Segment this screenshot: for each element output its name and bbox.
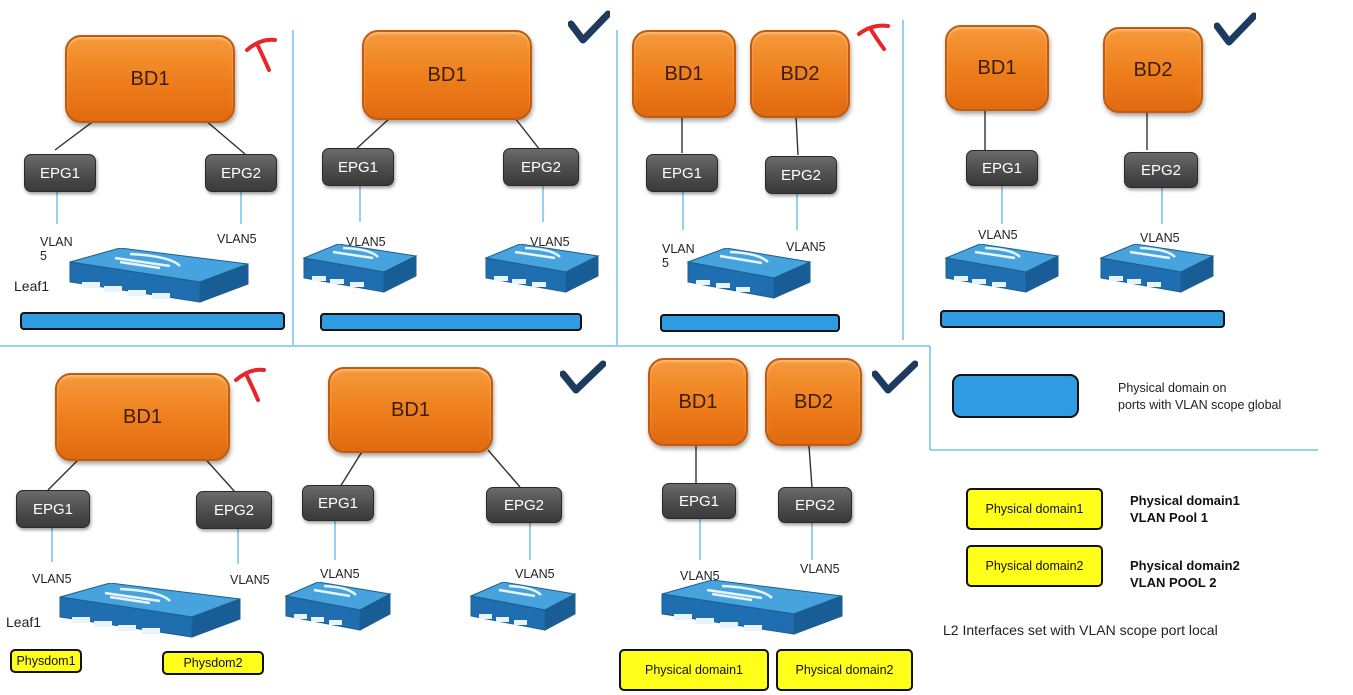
legend-dom1-title: Physical domain1 VLAN Pool 1 <box>1130 493 1240 525</box>
epg-epg1: EPG1 <box>16 490 90 528</box>
leaf-switch-icon <box>59 583 241 638</box>
epg-epg2: EPG2 <box>765 156 837 194</box>
epg-epg1: EPG1 <box>646 154 718 192</box>
leaf-switch-icon <box>1099 244 1215 293</box>
epg-epg2: EPG2 <box>205 154 277 192</box>
leaf-switch-icon <box>686 248 812 299</box>
vlan-label: VLAN5 <box>800 562 840 576</box>
epg-epg2: EPG2 <box>778 487 852 523</box>
epg-epg2: EPG2 <box>196 491 272 529</box>
vlan-label: VLAN 5 <box>40 235 73 263</box>
vlan-label: VLAN5 <box>978 228 1018 242</box>
vlan-label: VLAN5 <box>32 572 72 586</box>
cross-icon <box>245 37 277 72</box>
check-icon <box>872 360 918 394</box>
physical-domain-global-bar <box>20 312 285 330</box>
panel-dividers <box>0 20 1318 451</box>
epg-vlan-links <box>51 182 1163 564</box>
check-icon <box>568 10 610 44</box>
leaf-switch-icon <box>69 248 249 303</box>
vlan-label: VLAN5 <box>346 235 386 249</box>
bd-epg-links <box>47 110 1148 493</box>
vlan-label: VLAN5 <box>530 235 570 249</box>
physdom2-box: Physdom2 <box>162 651 264 675</box>
bridge-domain-bd1: BD1 <box>65 35 235 123</box>
bridge-domain-bd1: BD1 <box>55 373 230 461</box>
leaf-switch-icon <box>469 582 577 631</box>
leaf-switch-icon <box>944 244 1060 293</box>
legend-dom1-swatch: Physical domain1 <box>966 488 1103 530</box>
vlan-label: VLAN5 <box>786 240 826 254</box>
check-icon <box>560 360 606 394</box>
bridge-domain-bd1: BD1 <box>648 358 748 446</box>
physical-domain-global-bar <box>660 314 840 332</box>
physical-domain-global-bar <box>940 310 1225 328</box>
vlan-label: VLAN5 <box>680 569 720 583</box>
leaf-label: Leaf1 <box>6 614 42 630</box>
vlan-label: VLAN5 <box>1140 231 1180 245</box>
bridge-domain-bd2: BD2 <box>750 30 850 118</box>
epg-epg1: EPG1 <box>662 483 736 519</box>
cross-icon <box>234 367 266 402</box>
vlan-label: VLAN 5 <box>662 242 695 270</box>
vlan-label: VLAN5 <box>230 573 270 587</box>
legend-global-description: Physical domain on ports with VLAN scope… <box>1118 381 1282 412</box>
leaf-switch-icon <box>284 582 392 631</box>
epg-epg2: EPG2 <box>503 148 579 186</box>
vlan-label: VLAN5 <box>217 232 257 246</box>
cross-icon <box>857 23 890 51</box>
bridge-domain-bd1: BD1 <box>362 30 532 120</box>
leaf-label: Leaf1 <box>14 278 50 294</box>
leaf-switch-icon <box>661 580 843 635</box>
check-icon <box>1214 12 1256 46</box>
leaf-switch-icon <box>484 244 600 293</box>
epg-epg1: EPG1 <box>322 148 394 186</box>
bridge-domain-bd1: BD1 <box>328 367 493 453</box>
epg-epg2: EPG2 <box>486 487 562 523</box>
physdom1-box: Physdom1 <box>10 649 82 673</box>
bridge-domain-bd2: BD2 <box>765 358 862 446</box>
legend-dom2-swatch: Physical domain2 <box>966 545 1103 587</box>
vlan-label: VLAN5 <box>515 567 555 581</box>
legend-port-local-note: L2 Interfaces set with VLAN scope port l… <box>943 622 1218 638</box>
legend-global-domain-swatch <box>952 374 1079 418</box>
epg-epg1: EPG1 <box>966 150 1038 186</box>
epg-epg1: EPG1 <box>302 485 374 521</box>
leaf-switch-icon <box>302 244 418 293</box>
bridge-domain-bd1: BD1 <box>632 30 736 118</box>
physical-domain-global-bar <box>320 313 582 331</box>
bridge-domain-bd2: BD2 <box>1103 27 1203 113</box>
bridge-domain-bd1: BD1 <box>945 25 1049 111</box>
epg-epg2: EPG2 <box>1124 152 1198 188</box>
legend-dom2-title: Physical domain2 VLAN POOL 2 <box>1130 558 1240 590</box>
physical-domain2-box: Physical domain2 <box>776 649 913 691</box>
physical-domain1-box: Physical domain1 <box>619 649 769 691</box>
vlan-label: VLAN5 <box>320 567 360 581</box>
epg-epg1: EPG1 <box>24 154 96 192</box>
